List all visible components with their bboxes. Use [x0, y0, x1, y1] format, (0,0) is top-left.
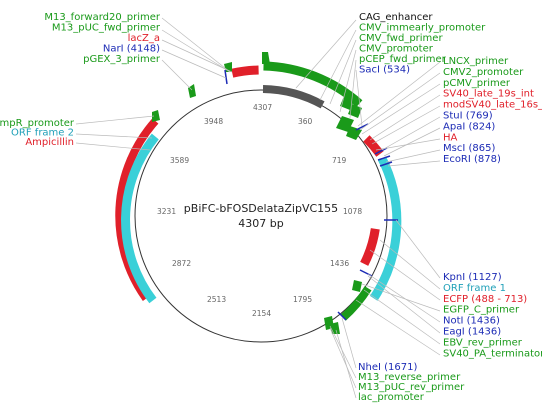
feature-label-msci-865: MscI (865)	[443, 143, 495, 154]
tick-label: 1795	[293, 295, 312, 304]
label-group-right-upper: LNCX_primerCMV2_promoterpCMV_primerSV40_…	[443, 56, 542, 165]
feature-label-ha: HA	[443, 132, 458, 143]
sv40-intron-arc	[363, 135, 384, 157]
cmv-primer-marker-b	[348, 104, 362, 118]
tick-labels: 4307 360 719 1078 1436 1795 2154 2513 28…	[157, 103, 362, 318]
leader-lines	[75, 17, 441, 399]
ecfp-feature-arc	[360, 228, 380, 266]
tick-label: 3589	[170, 156, 189, 165]
tick-label: 1078	[343, 207, 362, 216]
feature-label-ampr-promoter: AmpR_promoter	[0, 118, 75, 129]
feature-label-pcmv-primer: pCMV_primer	[443, 78, 511, 89]
feature-label-saci-534: SacI (534)	[359, 65, 410, 76]
ecori-site-mark	[379, 161, 393, 167]
plasmid-name: pBiFC-bFOSDelataZipVC155	[184, 202, 338, 215]
orf-frame-2-arc	[121, 133, 159, 304]
lacz-feature-arc	[231, 65, 259, 78]
saci-site-mark	[355, 123, 369, 131]
egfp-c-primer-marker	[352, 280, 362, 292]
feature-label-orf-frame-1: ORF frame 1	[443, 283, 506, 294]
feature-label-nhei-1671: NheI (1671)	[358, 362, 417, 373]
feature-label-noti-1436: NotI (1436)	[443, 316, 500, 327]
tick-label: 1436	[330, 259, 349, 268]
feature-label-lac-promoter: lac_promoter	[358, 392, 425, 403]
feature-label-stui-769: StuI (769)	[443, 111, 493, 122]
feature-label-kpni-1127: KpnI (1127)	[443, 272, 502, 283]
feature-label-ecori-878: EcoRI (878)	[443, 154, 501, 165]
tick-label: 719	[332, 156, 347, 165]
orf-frame-1-arc	[369, 156, 402, 301]
sv40-pa-terminator-arc	[340, 286, 372, 321]
tick-label: 3948	[204, 117, 223, 126]
feature-label-sv40-late-19s-int: SV40_late_19s_int	[443, 89, 534, 100]
feature-label-cmv-immearly-promoter: CMV_immearly_promoter	[359, 23, 486, 34]
feature-label-m13-forward20-primer: M13_forward20_primer	[44, 12, 161, 23]
feature-label-lncx-primer: LNCX_primer	[443, 56, 509, 67]
cmv-promoter-arc	[263, 61, 363, 107]
feature-label-m13-puc-fwd-primer: M13_pUC_fwd_primer	[52, 23, 161, 34]
cag-enhancer-arc	[262, 85, 325, 109]
label-group-bottom: NheI (1671)M13_reverse_primerM13_pUC_rev…	[358, 362, 465, 403]
tick-label: 3231	[157, 207, 176, 216]
feature-label-apai-824: ApaI (824)	[443, 121, 495, 132]
feature-label-cmv2-promoter: CMV2_promoter	[443, 67, 524, 78]
feature-label-pgex-3-primer: pGEX_3_primer	[83, 54, 161, 65]
feature-label-m13-puc-rev-primer: M13_pUC_rev_primer	[358, 382, 465, 393]
cmv-fwd-primer-marker	[262, 52, 270, 64]
feature-label-modsv40-late-16s-int: modSV40_late_16s_int	[443, 100, 542, 111]
nari-site-mark	[224, 69, 228, 85]
plasmid-length: 4307 bp	[238, 217, 283, 230]
feature-label-ecfp-488-713: ECFP (488 - 713)	[443, 294, 527, 305]
label-group-top-right: CAG_enhancerCMV_immearly_promoterCMV_fwd…	[359, 12, 486, 76]
apai-site-mark	[377, 155, 391, 161]
pgex-primer-marker	[188, 84, 196, 98]
feature-markers	[152, 52, 362, 334]
feature-label-ampicillin: Ampicillin	[25, 137, 74, 148]
backbone-circle	[134, 89, 388, 343]
feature-label-eagi-1436: EagI (1436)	[443, 327, 501, 338]
tick-label: 360	[298, 117, 313, 126]
feature-label-ebv-rev-primer: EBV_rev_primer	[443, 337, 523, 348]
feature-arcs	[115, 61, 402, 321]
feature-label-sv40-pa-terminator: SV40_PA_terminator	[443, 348, 542, 359]
stui-site-mark	[374, 147, 388, 155]
feature-label-orf-frame-2: ORF frame 2	[11, 128, 74, 139]
tick-label: 2513	[207, 295, 226, 304]
feature-label-m13-reverse-primer: M13_reverse_primer	[358, 372, 461, 383]
feature-label-lacz-a: lacZ_a	[128, 33, 160, 44]
ampr-promoter-marker	[152, 110, 160, 122]
nhei-site-mark	[337, 311, 347, 321]
feature-label-cmv-fwd-primer: CMV_fwd_primer	[359, 33, 443, 44]
feature-label-cag-enhancer: CAG_enhancer	[359, 12, 433, 23]
feature-label-egfp-c-primer: EGFP_C_primer	[443, 305, 520, 316]
feature-label-cmv-promoter: CMV_promoter	[359, 44, 434, 55]
tick-label: 4307	[253, 103, 272, 112]
restriction-site-marks	[224, 69, 398, 321]
feature-label-pcep-fwd-primer: pCEP_fwd_primer	[359, 54, 447, 65]
tick-label: 2154	[252, 309, 271, 318]
feature-label-nari-4148: NarI (4148)	[103, 44, 160, 55]
label-group-top-left: M13_forward20_primerM13_pUC_fwd_primerla…	[44, 12, 161, 65]
tick-label: 2872	[172, 259, 191, 268]
